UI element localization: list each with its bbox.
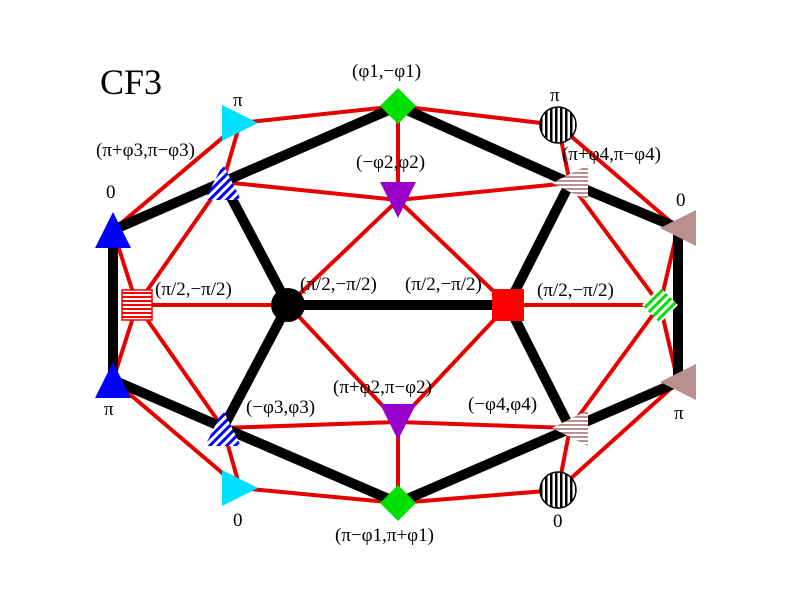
thick-edge-tLpi-gB (108, 375, 403, 508)
thin-edge-blk-pL (286, 303, 400, 424)
markers (95, 88, 696, 521)
thin-edge-cT-tL0 (111, 121, 242, 232)
label-upper-left-striped: (π+φ3,π−φ3) (96, 140, 195, 161)
green-diamond-bottom-marker (380, 485, 416, 521)
cyan-triangle-top-marker (222, 105, 258, 141)
black-circle-marker (271, 288, 305, 322)
label-lower-purple: (π+φ2,π−φ2) (333, 377, 432, 398)
striped-circle-bottom-marker (539, 471, 577, 509)
striped-circle-top-marker (539, 106, 577, 144)
thin-edge-pU-red (396, 198, 510, 307)
label-mid-left-square: (π/2,−π/2) (155, 279, 232, 300)
purple-triangle-lower-marker (380, 404, 416, 440)
thick-edge-gB-tRpi (393, 377, 683, 508)
blue-triangle-bottom-marker (95, 362, 131, 398)
label-bottom-cyan-zero: 0 (233, 510, 243, 531)
thick-edge-bUL-blk (218, 177, 293, 310)
label-mid-red: (π/2,−π/2) (405, 274, 482, 295)
thick-edge-tL0-bUL (108, 177, 228, 235)
thin-edge-tLpi-cB (111, 378, 242, 490)
thin-edge-cT-gT (238, 104, 400, 125)
thin-edge-red-pL (396, 303, 510, 424)
striped-blue-triangle-upper-marker (205, 164, 241, 200)
thin-edge-oT-tR0 (556, 123, 680, 230)
thick-edge-blk-bLL (218, 300, 293, 433)
thin-edge-bLL-pL (221, 420, 400, 430)
thick-edge-rUR-red (503, 178, 575, 310)
blue-triangle-top-marker (95, 212, 131, 248)
label-right-top-zero: 0 (676, 190, 686, 211)
thick-edge-gT-rUR (393, 101, 575, 188)
label-upper-right-striped: (π+φ4,π−φ4) (562, 144, 661, 165)
label-top-green: (φ1,−φ1) (352, 61, 421, 82)
purple-triangle-upper-marker (380, 182, 416, 218)
label-upper-purple: (−φ2,φ2) (356, 152, 425, 173)
label-right-bottom-pi: π (674, 403, 684, 424)
label-lower-left-striped: (−φ3,φ3) (246, 397, 315, 418)
thick-edge-bUL-gT (218, 101, 403, 187)
thick-edge-red-rLR (503, 300, 575, 433)
thin-edge-gB-oB (396, 488, 560, 505)
thin-edge-pL-rLR (396, 420, 572, 430)
green-diamond-top-marker (380, 88, 416, 124)
thick-edges (108, 101, 683, 508)
thin-edge-gT-oT (396, 104, 560, 127)
thin-edge-cB-gB (238, 486, 400, 505)
thin-edge-pU-rUR (396, 181, 572, 202)
cyan-triangle-bottom-marker (222, 470, 258, 506)
rosy-triangle-bottom-marker (660, 364, 696, 400)
thin-edge-sqL-bLL (135, 303, 225, 430)
label-mid-right-diamond: (π/2,−π/2) (537, 280, 614, 301)
rosy-triangle-top-marker (660, 210, 696, 246)
labels: (φ1,−φ1) π π (π+φ3,π−φ3) (−φ2,φ2) (π+φ4,… (96, 61, 686, 546)
thin-edge-pU-blk (286, 198, 400, 307)
red-square-marker (492, 289, 524, 321)
striped-green-diamond-marker (642, 287, 678, 323)
striped-rosy-triangle-lower-marker (552, 410, 588, 446)
thin-edge-bUL-sqL (135, 180, 225, 307)
label-bottom-green: (π−φ1,π+φ1) (335, 525, 434, 546)
thin-edge-rUR-dR (568, 181, 662, 307)
diagram-title: CF3 (100, 62, 162, 102)
striped-red-square-marker (121, 289, 153, 321)
label-left-top-zero: 0 (106, 182, 116, 203)
label-top-right-circle-pi: π (550, 85, 560, 106)
label-left-bottom-pi: π (104, 399, 114, 420)
label-top-cyan-pi: π (233, 90, 243, 111)
thin-edge-oB-tRpi (556, 380, 680, 492)
striped-blue-triangle-lower-marker (205, 410, 241, 446)
label-mid-black: (π/2,−π/2) (300, 274, 377, 295)
thin-edge-dR-rLR (568, 303, 662, 430)
striped-rosy-triangle-upper-marker (552, 165, 588, 201)
label-bottom-circle-zero: 0 (553, 511, 563, 532)
thin-edge-bUL-pU (221, 180, 400, 202)
label-lower-right-striped: (−φ4,φ4) (468, 394, 537, 415)
